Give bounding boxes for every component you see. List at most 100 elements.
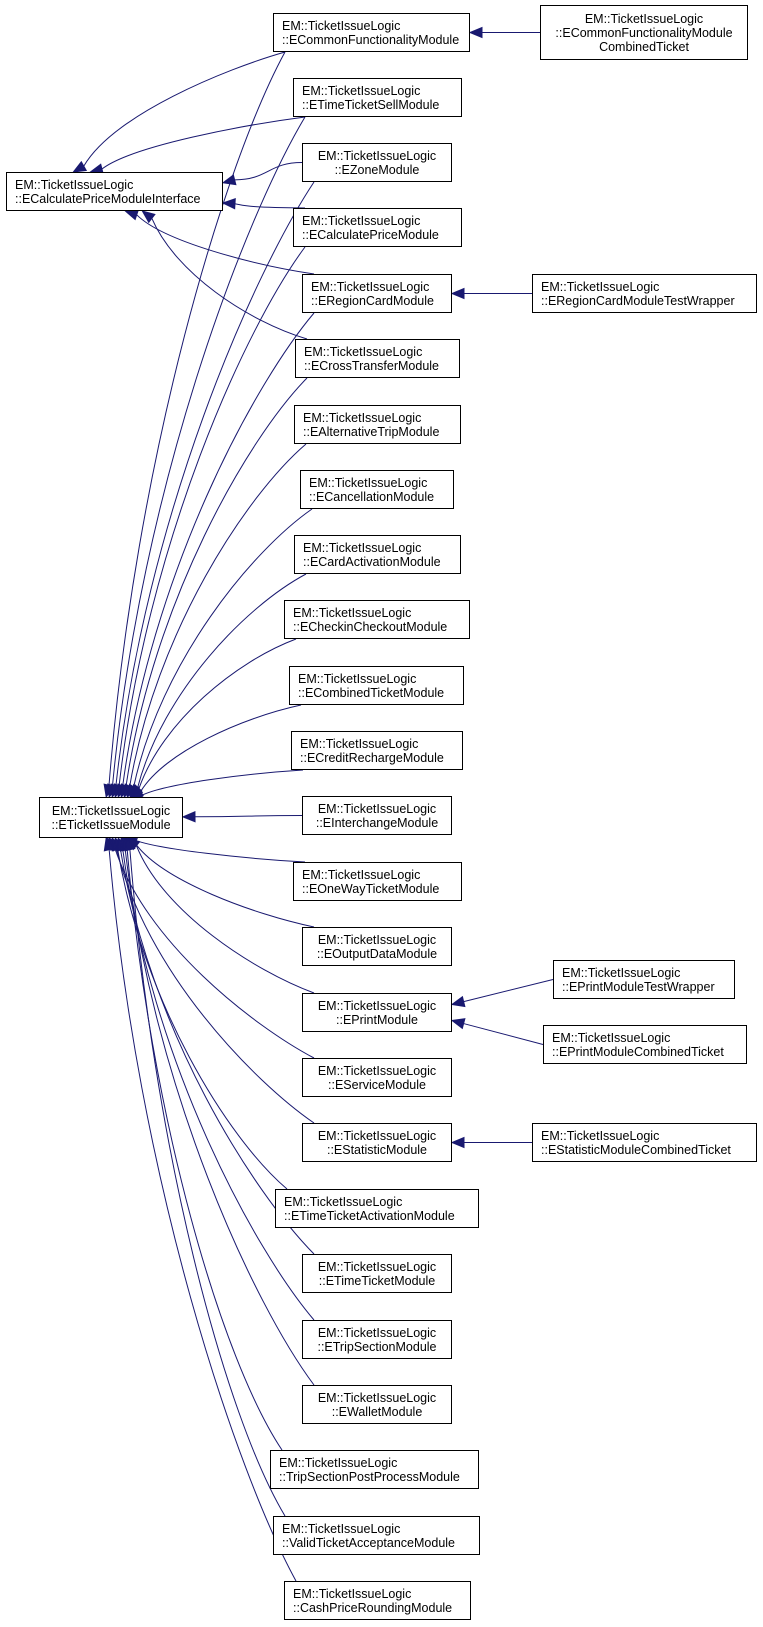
class-name-line: ::ECalculatePriceModuleInterface [15,191,201,206]
class-node-timesell[interactable]: EM::TicketIssueLogic::ETimeTicketSellMod… [293,78,462,117]
class-node-region[interactable]: EM::TicketIssueLogic::ERegionCardModule [302,274,452,313]
inheritance-edge-region-to-iface [136,214,315,275]
inheritance-edge-calcprice-to-tim [118,246,306,786]
inheritance-edge-validacc-to-tim [129,849,286,1517]
class-name-line: ::ECommonFunctionalityModule [282,32,460,47]
class-node-cardact[interactable]: EM::TicketIssueLogic::ECardActivationMod… [294,535,461,574]
inheritance-edge-zone-to-tim [115,181,315,786]
class-node-commoncomb[interactable]: EM::TicketIssueLogic::ECommonFunctionali… [540,5,748,60]
class-node-calcprice[interactable]: EM::TicketIssueLogic::ECalculatePriceMod… [293,208,462,247]
class-name-line: ::EAlternativeTripModule [303,424,440,439]
class-node-printwrap[interactable]: EM::TicketIssueLogic::EPrintModuleTestWr… [553,960,735,999]
class-name-line: ::CashPriceRoundingModule [293,1600,453,1615]
class-name-line: EM::TicketIssueLogic [317,998,437,1013]
class-name-line: EM::TicketIssueLogic [552,1030,671,1045]
class-node-timeticket[interactable]: EM::TicketIssueLogic::ETimeTicketModule [302,1254,452,1293]
class-name-line: ::EPrintModuleCombinedTicket [552,1044,724,1059]
inheritance-edge-calcprice-to-iface [234,203,306,209]
class-name-line: ::ETimeTicketActivationModule [284,1208,455,1223]
class-name-line: ::ETripSectionModule [317,1339,437,1354]
arrowhead [124,836,136,852]
class-node-iface[interactable]: EM::TicketIssueLogic::ECalculatePriceMod… [6,172,223,211]
class-node-cashround[interactable]: EM::TicketIssueLogic::CashPriceRoundingM… [284,1581,471,1620]
class-node-interchange[interactable]: EM::TicketIssueLogic::EInterchangeModule [302,796,452,835]
class-name-line: EM::TicketIssueLogic [298,671,417,686]
class-name-line: ::ECommonFunctionalityModule [555,25,733,40]
class-node-postproc[interactable]: EM::TicketIssueLogic::TripSectionPostPro… [270,1450,479,1489]
class-node-output[interactable]: EM::TicketIssueLogic::EOutputDataModule [302,927,452,966]
class-node-zone[interactable]: EM::TicketIssueLogic::EZoneModule [302,143,452,182]
class-name-line: EM::TicketIssueLogic [317,1325,437,1340]
class-node-tripsection[interactable]: EM::TicketIssueLogic::ETripSectionModule [302,1320,452,1359]
inheritance-edge-service-to-tim [113,846,315,1059]
class-name-line: ::ECancellationModule [309,489,435,504]
class-name-line: ::EServiceModule [328,1077,426,1092]
inheritance-edge-interchange-to-tim [194,815,303,818]
class-name-line: ::EInterchangeModule [315,815,439,830]
class-node-combined[interactable]: EM::TicketIssueLogic::ECombinedTicketMod… [289,666,464,705]
inheritance-edge-print-to-tim [135,845,315,994]
class-node-cancel[interactable]: EM::TicketIssueLogic::ECancellationModul… [300,470,454,509]
inheritance-edge-credit-to-tim [141,769,304,796]
class-name-line: ::ECombinedTicketModule [298,685,445,700]
class-name-line: ::ERegionCardModule [311,293,434,308]
class-node-timeact[interactable]: EM::TicketIssueLogic::ETimeTicketActivat… [275,1189,479,1228]
inheritance-edge-postproc-to-tim [126,849,283,1451]
class-node-statistic[interactable]: EM::TicketIssueLogic::EStatisticModule [302,1123,452,1162]
arrowhead [450,995,466,1008]
class-node-service[interactable]: EM::TicketIssueLogic::EServiceModule [302,1058,452,1097]
class-name-line: EM::TicketIssueLogic [304,344,423,359]
class-name-line: EM::TicketIssueLogic [51,803,171,818]
class-name-line: EM::TicketIssueLogic [302,867,421,882]
arrowhead [124,209,140,221]
class-node-oneway[interactable]: EM::TicketIssueLogic::EOneWayTicketModul… [293,862,462,901]
class-node-alttrip[interactable]: EM::TicketIssueLogic::EAlternativeTripMo… [294,405,461,444]
class-node-cross[interactable]: EM::TicketIssueLogic::ECrossTransferModu… [295,339,460,378]
class-node-statcomb[interactable]: EM::TicketIssueLogic::EStatisticModuleCo… [532,1123,757,1162]
class-name-line: ::ERegionCardModuleTestWrapper [541,293,735,308]
class-name-line: ::EStatisticModule [326,1142,428,1157]
class-node-checkin[interactable]: EM::TicketIssueLogic::ECheckinCheckoutMo… [284,600,470,639]
class-name-line: ::ETimeTicketModule [318,1273,436,1288]
class-name-line: EM::TicketIssueLogic [302,83,421,98]
class-name-line: ::ECalculatePriceModule [302,227,439,242]
class-name-line: EM::TicketIssueLogic [317,1259,437,1274]
class-node-tim[interactable]: EM::TicketIssueLogic::ETicketIssueModule [39,797,183,838]
class-name-line: ::EZoneModule [334,162,420,177]
inheritance-edge-timesell-to-iface [101,116,306,170]
arrowhead [450,1136,465,1149]
inheritance-edge-common-to-tim [108,51,286,786]
inheritance-edge-oneway-to-tim [132,839,306,863]
class-name-line: ::ECreditRechargeModule [300,750,444,765]
class-node-common[interactable]: EM::TicketIssueLogic::ECommonFunctionali… [273,13,470,52]
inheritance-edge-cancel-to-tim [133,508,313,788]
class-name-line: EM::TicketIssueLogic [279,1455,398,1470]
class-node-printcomb[interactable]: EM::TicketIssueLogic::EPrintModuleCombin… [543,1025,747,1064]
class-node-validacc[interactable]: EM::TicketIssueLogic::ValidTicketAccepta… [273,1516,480,1555]
arrowhead [221,198,236,210]
class-name-line: ::ValidTicketAcceptanceModule [282,1535,456,1550]
arrowhead [72,160,88,173]
inheritance-edge-common-to-iface [83,51,286,167]
inheritance-edge-cross-to-iface [151,218,308,340]
class-name-line: ::EOneWayTicketModule [302,881,440,896]
inheritance-edge-combined-to-tim [140,704,302,792]
class-name-line: ::EPrintModuleTestWrapper [562,979,715,994]
class-name-line: EM::TicketIssueLogic [302,213,421,228]
class-name-line: EM::TicketIssueLogic [584,11,704,26]
class-name-line: CombinedTicket [599,39,689,54]
class-name-line: EM::TicketIssueLogic [317,801,437,816]
class-node-regionwrap[interactable]: EM::TicketIssueLogic::ERegionCardModuleT… [532,274,757,313]
class-name-line: EM::TicketIssueLogic [293,605,412,620]
inheritance-edge-region-to-tim [122,312,315,786]
class-name-line: EM::TicketIssueLogic [303,410,422,425]
inheritance-edge-printwrap-to-print [463,979,554,1003]
class-node-print[interactable]: EM::TicketIssueLogic::EPrintModule [302,993,452,1032]
class-name-line: ::ECrossTransferModule [304,358,439,373]
class-node-credit[interactable]: EM::TicketIssueLogic::ECreditRechargeMod… [291,731,463,770]
class-node-wallet[interactable]: EM::TicketIssueLogic::EWalletModule [302,1385,452,1424]
class-name-line: EM::TicketIssueLogic [311,279,430,294]
class-name-line: EM::TicketIssueLogic [317,1128,437,1143]
class-name-line: ::TripSectionPostProcessModule [279,1469,460,1484]
class-name-line: EM::TicketIssueLogic [541,1128,660,1143]
